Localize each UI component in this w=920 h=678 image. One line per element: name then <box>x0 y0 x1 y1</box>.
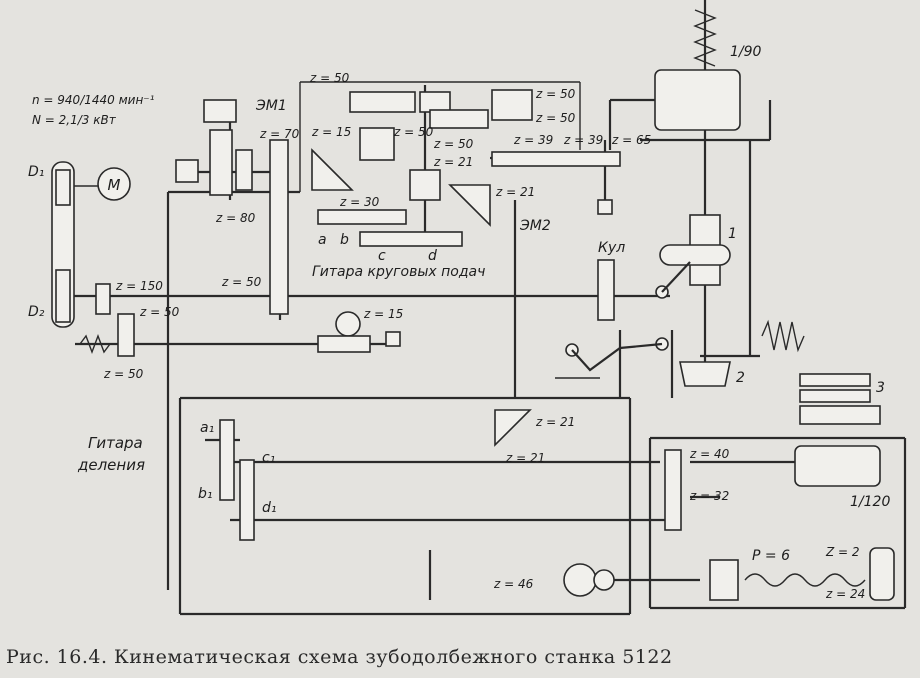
gear-label: z = 50 <box>103 367 144 381</box>
table-3-top <box>799 373 871 387</box>
em2-label: ЭМ2 <box>519 218 551 234</box>
diagram-canvas: M <box>28 0 907 616</box>
lever-mechanism <box>555 261 691 379</box>
division-b1: b₁ <box>198 486 213 502</box>
gear-label: z = 50 <box>393 125 434 139</box>
gear-shaft-block <box>209 129 233 196</box>
gear-z40-z32 <box>664 449 682 531</box>
gear-label: z = 50 <box>535 87 576 101</box>
gear-label: z = 15 <box>311 125 351 139</box>
gear-label: z = 21 <box>495 185 535 199</box>
gear-z50-left <box>117 313 135 357</box>
figure-caption: Рис. 16.4. Кинематическая схема зубодолб… <box>6 646 673 668</box>
feed-guitar-b: b <box>340 232 349 248</box>
gear-label: z = 21 <box>505 451 545 465</box>
gear-z50-hub <box>419 91 451 113</box>
gear-label: z = 21 <box>535 415 575 429</box>
em1-clutch <box>359 127 395 161</box>
cam-label: Кул <box>598 240 625 256</box>
marker-1: 1 <box>728 226 737 242</box>
labels: n = 940/1440 мин⁻¹ N = 2,1/3 кВт D₁ D₂ Э… <box>28 44 890 601</box>
division-c1: c₁ <box>262 450 275 466</box>
gear-c1-d1 <box>239 459 255 541</box>
gear-c-d <box>359 231 463 247</box>
gear-z50-mid <box>429 109 489 129</box>
motor-symbol: M <box>108 176 121 194</box>
screw-pitch: P = 6 <box>752 548 790 564</box>
table-3-base <box>799 405 881 425</box>
motor-speed: n = 940/1440 мин⁻¹ <box>32 93 155 107</box>
em1-label: ЭМ1 <box>255 98 287 114</box>
worm-wheel-1-90 <box>654 69 741 131</box>
stop-block-2 <box>385 331 401 347</box>
ratio-1-120: 1/120 <box>850 494 890 510</box>
frame-lines <box>70 0 907 616</box>
gear-z50-z21 <box>409 169 441 201</box>
feed-guitar-title: Гитара круговых подач <box>312 264 485 280</box>
marker-3: 3 <box>876 380 885 396</box>
gear-top-block <box>203 99 237 123</box>
gear-label: z = 40 <box>689 447 730 461</box>
coupling <box>317 335 371 353</box>
gear-label: z = 39 <box>513 133 553 147</box>
pulley-d2-label: D₂ <box>28 304 45 320</box>
gear-z150 <box>95 283 111 315</box>
feed-guitar-a: a <box>318 232 327 248</box>
bevel-gears <box>311 148 532 447</box>
gear-label: z = 32 <box>689 489 729 503</box>
gear-label: z = 50 <box>139 305 180 319</box>
gear-label: z = 15 <box>363 307 403 321</box>
gear-label: z = 150 <box>115 279 163 293</box>
division-guitar-title-1: Гитара <box>88 434 143 452</box>
cutter-2 <box>679 361 731 387</box>
pulley-d2 <box>55 269 71 323</box>
motor-drive: M <box>51 161 131 328</box>
feed-guitar-d: d <box>428 248 437 264</box>
gear-label: z = 50 <box>535 111 576 125</box>
gear-label: z = 80 <box>215 211 256 225</box>
ratio-1-90: 1/90 <box>730 44 762 60</box>
feed-guitar-c: c <box>378 248 386 264</box>
gear-label: z = 50 <box>221 275 262 289</box>
gear-label: z = 46 <box>493 577 534 591</box>
nut-block <box>709 559 739 601</box>
division-a1: a₁ <box>200 420 214 436</box>
gear-label: z = 50 <box>433 137 474 151</box>
gear-label: z = 21 <box>433 155 473 169</box>
cam-gear <box>597 259 615 321</box>
gear-label: z = 39 <box>563 133 603 147</box>
gear-z70-z80 <box>269 139 289 315</box>
spindle-lever <box>659 244 731 266</box>
gear-label: z = 65 <box>611 133 651 147</box>
gear-box-small <box>175 159 199 183</box>
gear-z39-z39 <box>491 151 621 167</box>
gear-a-b <box>317 209 407 225</box>
gear-z50-top <box>349 91 416 113</box>
stop-block <box>597 199 613 215</box>
division-guitar-title-2: деления <box>77 456 145 474</box>
gear-label: z = 30 <box>339 195 380 209</box>
motor-icon <box>97 167 131 201</box>
gear-label: z = 70 <box>259 127 300 141</box>
gear-label: z = 24 <box>825 587 865 601</box>
marker-2: 2 <box>736 370 745 386</box>
gear-z2-z24 <box>869 547 895 601</box>
gear-a1-b1 <box>219 419 235 501</box>
springs <box>79 9 866 587</box>
table-3-mid <box>799 389 871 403</box>
gear-label: Z = 2 <box>825 545 860 559</box>
gear-label: z = 50 <box>309 71 350 85</box>
gear-z50-right <box>491 89 533 121</box>
gear-blocks <box>95 69 895 601</box>
clutch-circles <box>317 285 669 597</box>
pulley-d1 <box>55 169 71 206</box>
division-d1: d₁ <box>262 500 277 516</box>
motor-power: N = 2,1/3 кВт <box>32 113 117 127</box>
worm-wheel-1-120 <box>794 445 881 487</box>
pulley-d1-label: D₁ <box>28 164 44 180</box>
gear-block <box>235 149 253 191</box>
